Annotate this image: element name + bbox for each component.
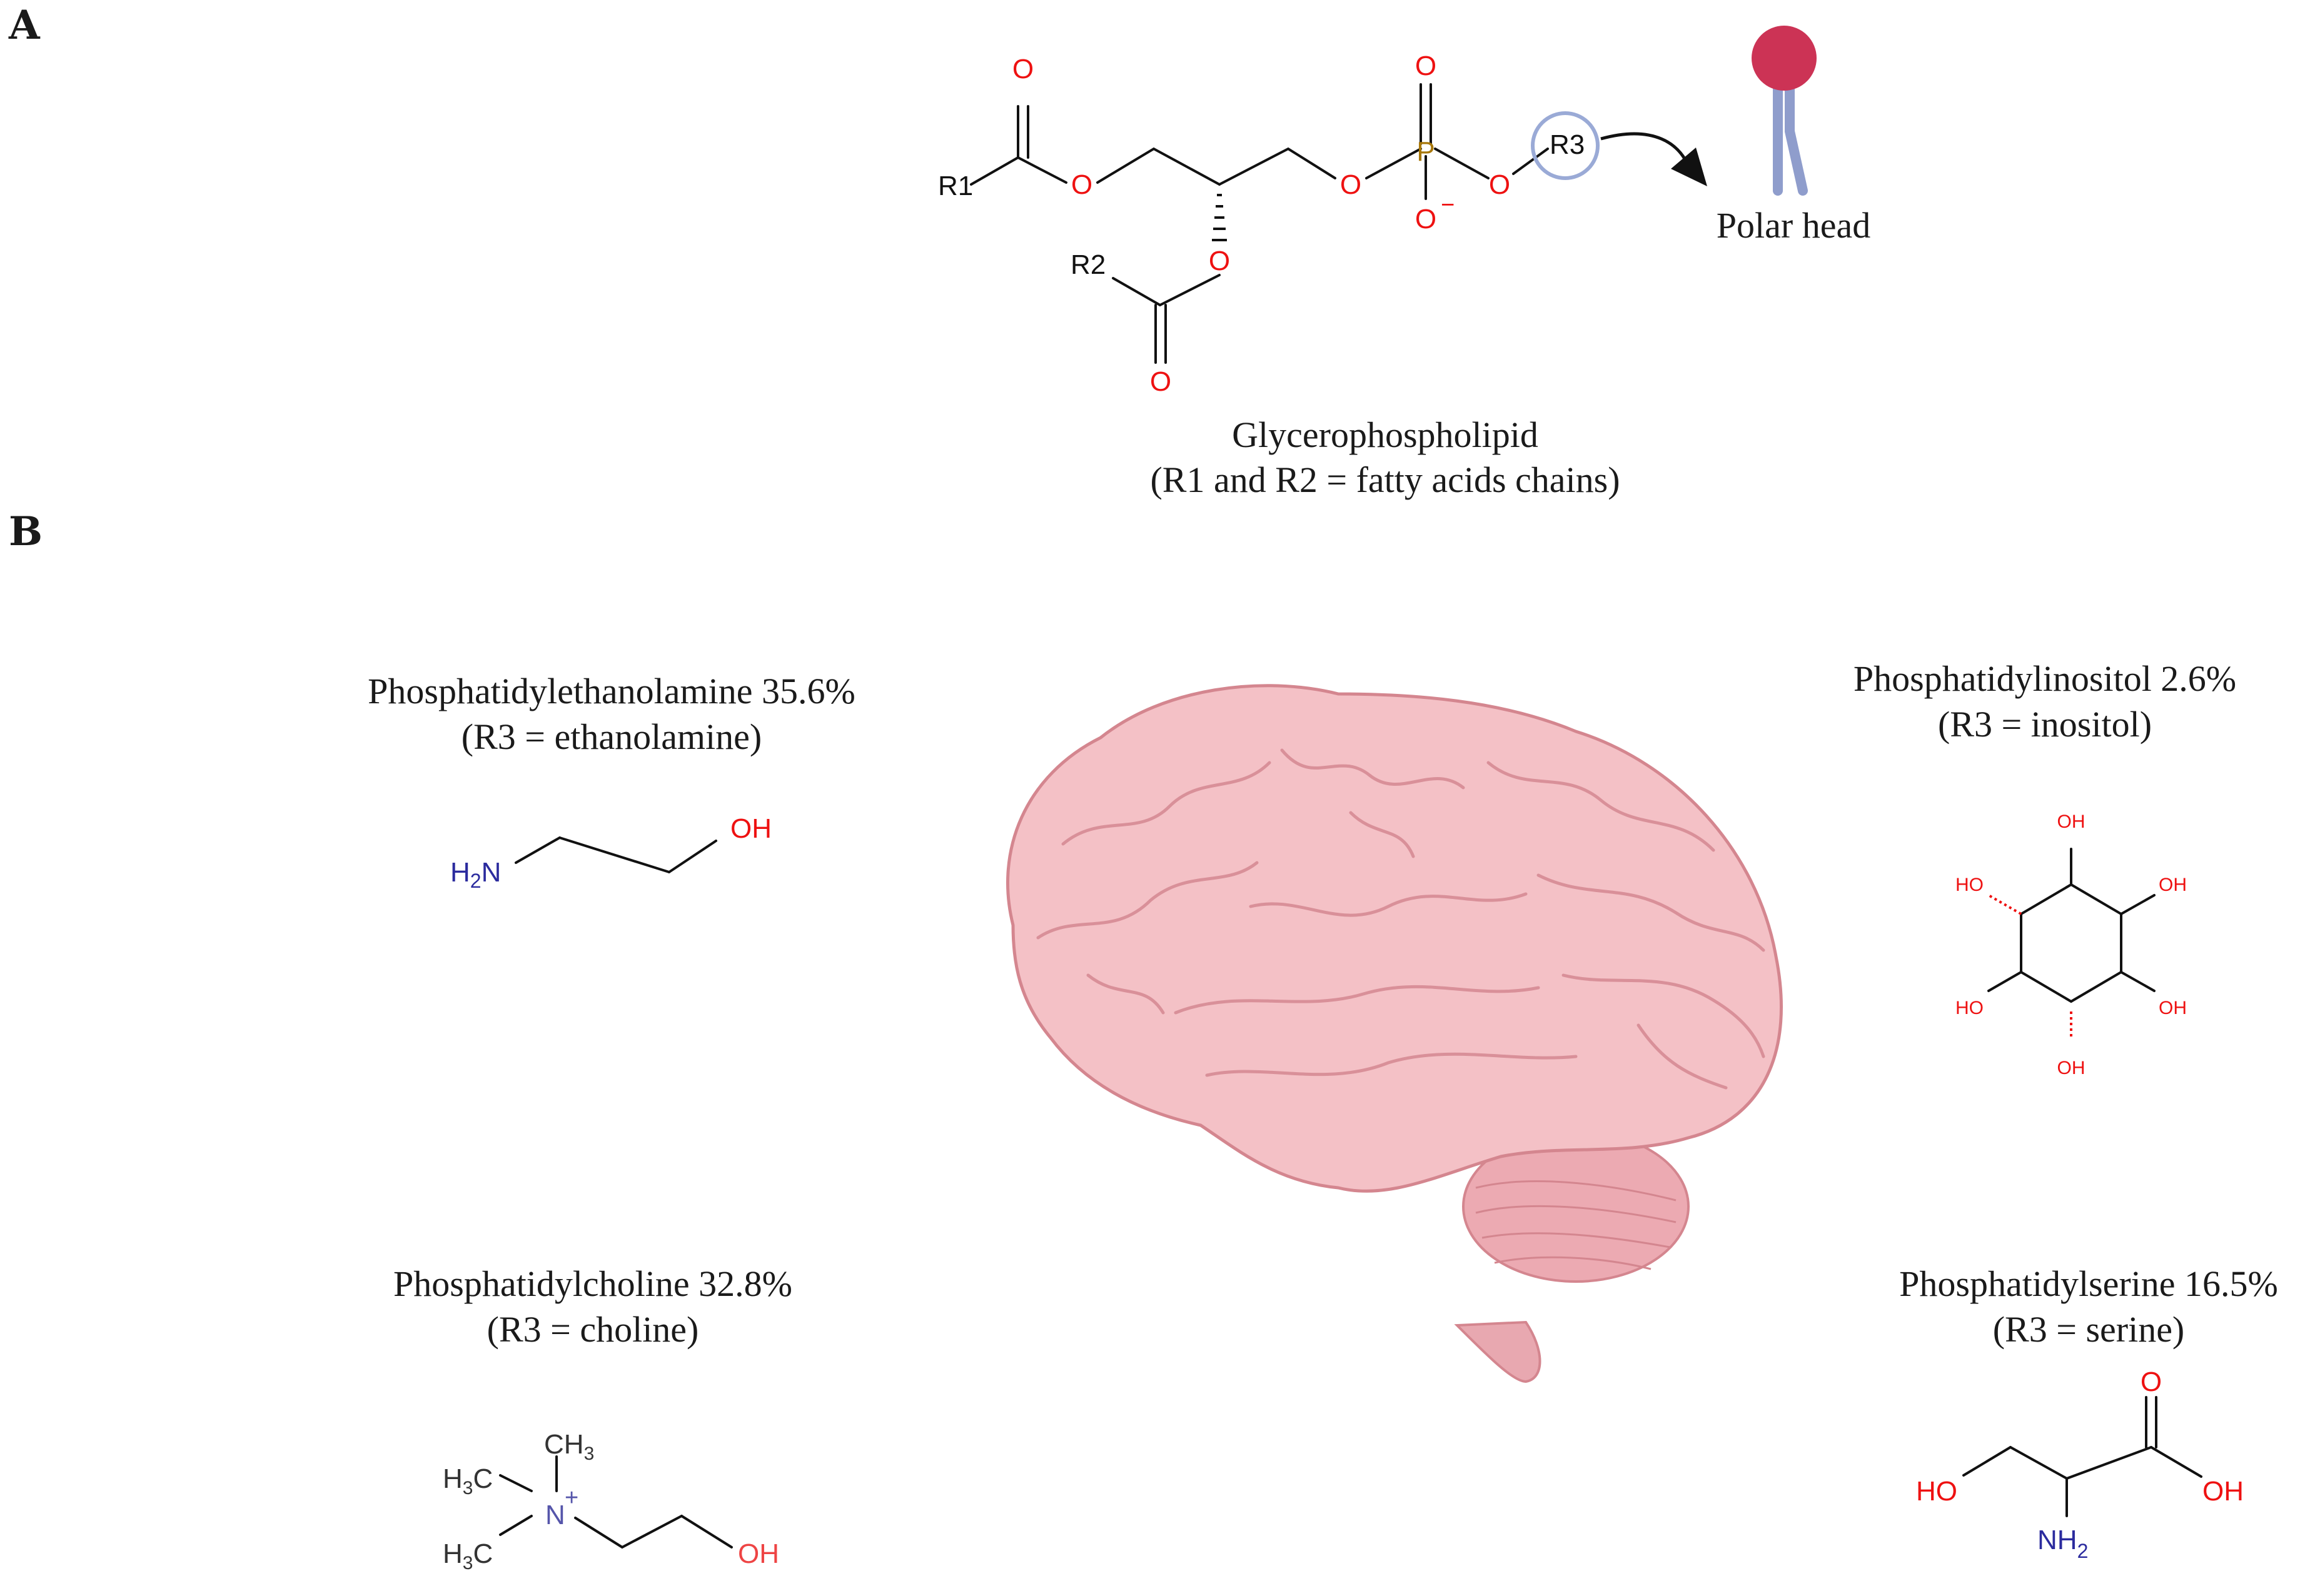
atom-r3: R3 xyxy=(1550,129,1585,160)
pc-n-atom: N xyxy=(545,1500,565,1530)
svg-text:H2N: H2N xyxy=(450,857,501,892)
pe-h2-sub: 2 xyxy=(470,870,482,892)
atom-o: O xyxy=(1340,169,1361,200)
ps-nh-atom: NH xyxy=(2037,1525,2077,1555)
ps-r3: (R3 = serine) xyxy=(1993,1309,2185,1350)
fatty-acids-caption: (R1 and R2 = fatty acids chains) xyxy=(1150,459,1620,500)
atom-o: O xyxy=(1209,246,1230,276)
panel-label-b: B xyxy=(9,508,43,555)
pc-c-atom: C xyxy=(473,1463,493,1494)
minus-charge: − xyxy=(1441,192,1455,218)
ps-name: Phosphatidylserine 16.5% xyxy=(1899,1263,2278,1304)
pi-ho: HO xyxy=(1955,998,1984,1018)
pc-r3: (R3 = choline) xyxy=(487,1309,699,1350)
brain-icon xyxy=(1006,684,1783,1383)
atom-o-minus: O xyxy=(1415,204,1436,234)
atom-p: P xyxy=(1416,136,1435,167)
atom-o: O xyxy=(1012,54,1034,84)
pc-h3-sub: 3 xyxy=(463,1478,473,1498)
pe-name: Phosphatidylethanolamine 35.6% xyxy=(368,671,855,711)
atom-r2: R2 xyxy=(1071,249,1106,280)
serine-structure: O HO OH NH2 xyxy=(1916,1367,2244,1562)
svg-text:H3C: H3C xyxy=(443,1463,493,1498)
pi-oh: OH xyxy=(2057,1058,2086,1078)
pe-n-atom: N xyxy=(482,857,502,888)
atom-o: O xyxy=(1489,169,1510,200)
pc-c-atom: C xyxy=(473,1538,493,1569)
pc-h-atom: H xyxy=(443,1538,463,1569)
ps-o-atom: O xyxy=(2141,1367,2162,1397)
pi-oh: OH xyxy=(2159,998,2187,1018)
pc-ch-atom: CH xyxy=(544,1429,584,1460)
svg-text:CH3: CH3 xyxy=(544,1429,594,1464)
pe-r3: (R3 = ethanolamine) xyxy=(461,716,762,757)
pc-ch3-sub: 3 xyxy=(584,1443,595,1464)
pc-h-atom: H xyxy=(443,1463,463,1494)
r3-highlight-circle xyxy=(1531,111,1600,180)
arrowhead-icon xyxy=(1671,148,1707,186)
atom-r1: R1 xyxy=(938,171,973,201)
phospholipid-icon xyxy=(1752,26,1817,196)
pc-name: Phosphatidylcholine 32.8% xyxy=(393,1263,792,1304)
pi-ho: HO xyxy=(1955,875,1984,895)
pe-h-atom: H xyxy=(450,857,470,888)
pc-oh: OH xyxy=(738,1538,779,1569)
atom-o: O xyxy=(1071,169,1092,200)
inositol-structure: OH OH OH OH HO HO xyxy=(1955,811,2187,1078)
pi-oh: OH xyxy=(2057,811,2086,832)
pe-oh: OH xyxy=(730,813,772,844)
pc-h3-sub: 3 xyxy=(463,1553,473,1573)
polar-head-label: Polar head xyxy=(1717,205,1870,246)
svg-text:H3C: H3C xyxy=(443,1538,493,1573)
glycerophospholipid-structure: O R1 O O O P O − O R3 O R2 O xyxy=(938,51,1707,397)
choline-structure: CH3 H3C H3C N + OH xyxy=(443,1429,779,1573)
pc-plus-charge: + xyxy=(565,1485,578,1511)
ethanolamine-structure: H2N OH xyxy=(450,813,772,892)
atom-o: O xyxy=(1415,51,1436,81)
atom-o: O xyxy=(1150,366,1171,397)
glycerophospholipid-caption: Glycerophospholipid xyxy=(1232,414,1538,455)
pi-r3: (R3 = inositol) xyxy=(1938,704,2152,745)
pi-name: Phosphatidylinositol 2.6% xyxy=(1854,658,2236,699)
ps-oh: OH xyxy=(2202,1476,2244,1507)
pi-oh: OH xyxy=(2159,875,2187,895)
ps-nh2-sub: 2 xyxy=(2077,1540,2089,1562)
svg-text:NH2: NH2 xyxy=(2037,1525,2088,1562)
ps-ho: HO xyxy=(1916,1476,1957,1507)
panel-label-a: A xyxy=(8,2,41,49)
